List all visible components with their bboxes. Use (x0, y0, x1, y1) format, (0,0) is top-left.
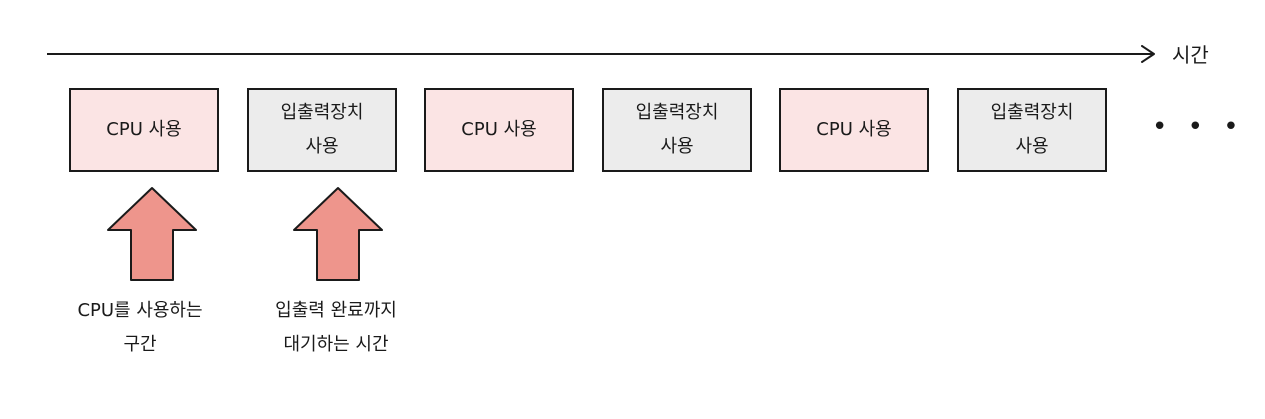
cpu-usage-box: CPU 사용 (424, 88, 574, 172)
box-label: CPU 사용 (106, 119, 182, 140)
up-arrow-icon (107, 187, 197, 281)
up-arrow-icon (293, 187, 383, 281)
io-device-usage-box: 입출력장치 사용 (602, 88, 752, 172)
cpu-usage-box: CPU 사용 (69, 88, 219, 172)
box-label: 입출력장치 사용 (990, 102, 1074, 157)
box-label: 입출력장치 사용 (280, 102, 364, 157)
io-wait-caption: 입출력 완료까지 대기하는 시간 (275, 300, 397, 355)
ellipsis: • • • (1152, 112, 1245, 142)
io-device-usage-box: 입출력장치 사용 (957, 88, 1107, 172)
io-device-usage-box: 입출력장치 사용 (247, 88, 397, 172)
box-label: CPU 사용 (461, 119, 537, 140)
timeline-arrow (47, 45, 1155, 63)
time-axis-label: 시간 (1172, 43, 1209, 67)
cpu-period-caption: CPU를 사용하는 구간 (77, 300, 203, 355)
cpu-usage-box: CPU 사용 (779, 88, 929, 172)
box-label: 입출력장치 사용 (635, 102, 719, 157)
box-label: CPU 사용 (816, 119, 892, 140)
